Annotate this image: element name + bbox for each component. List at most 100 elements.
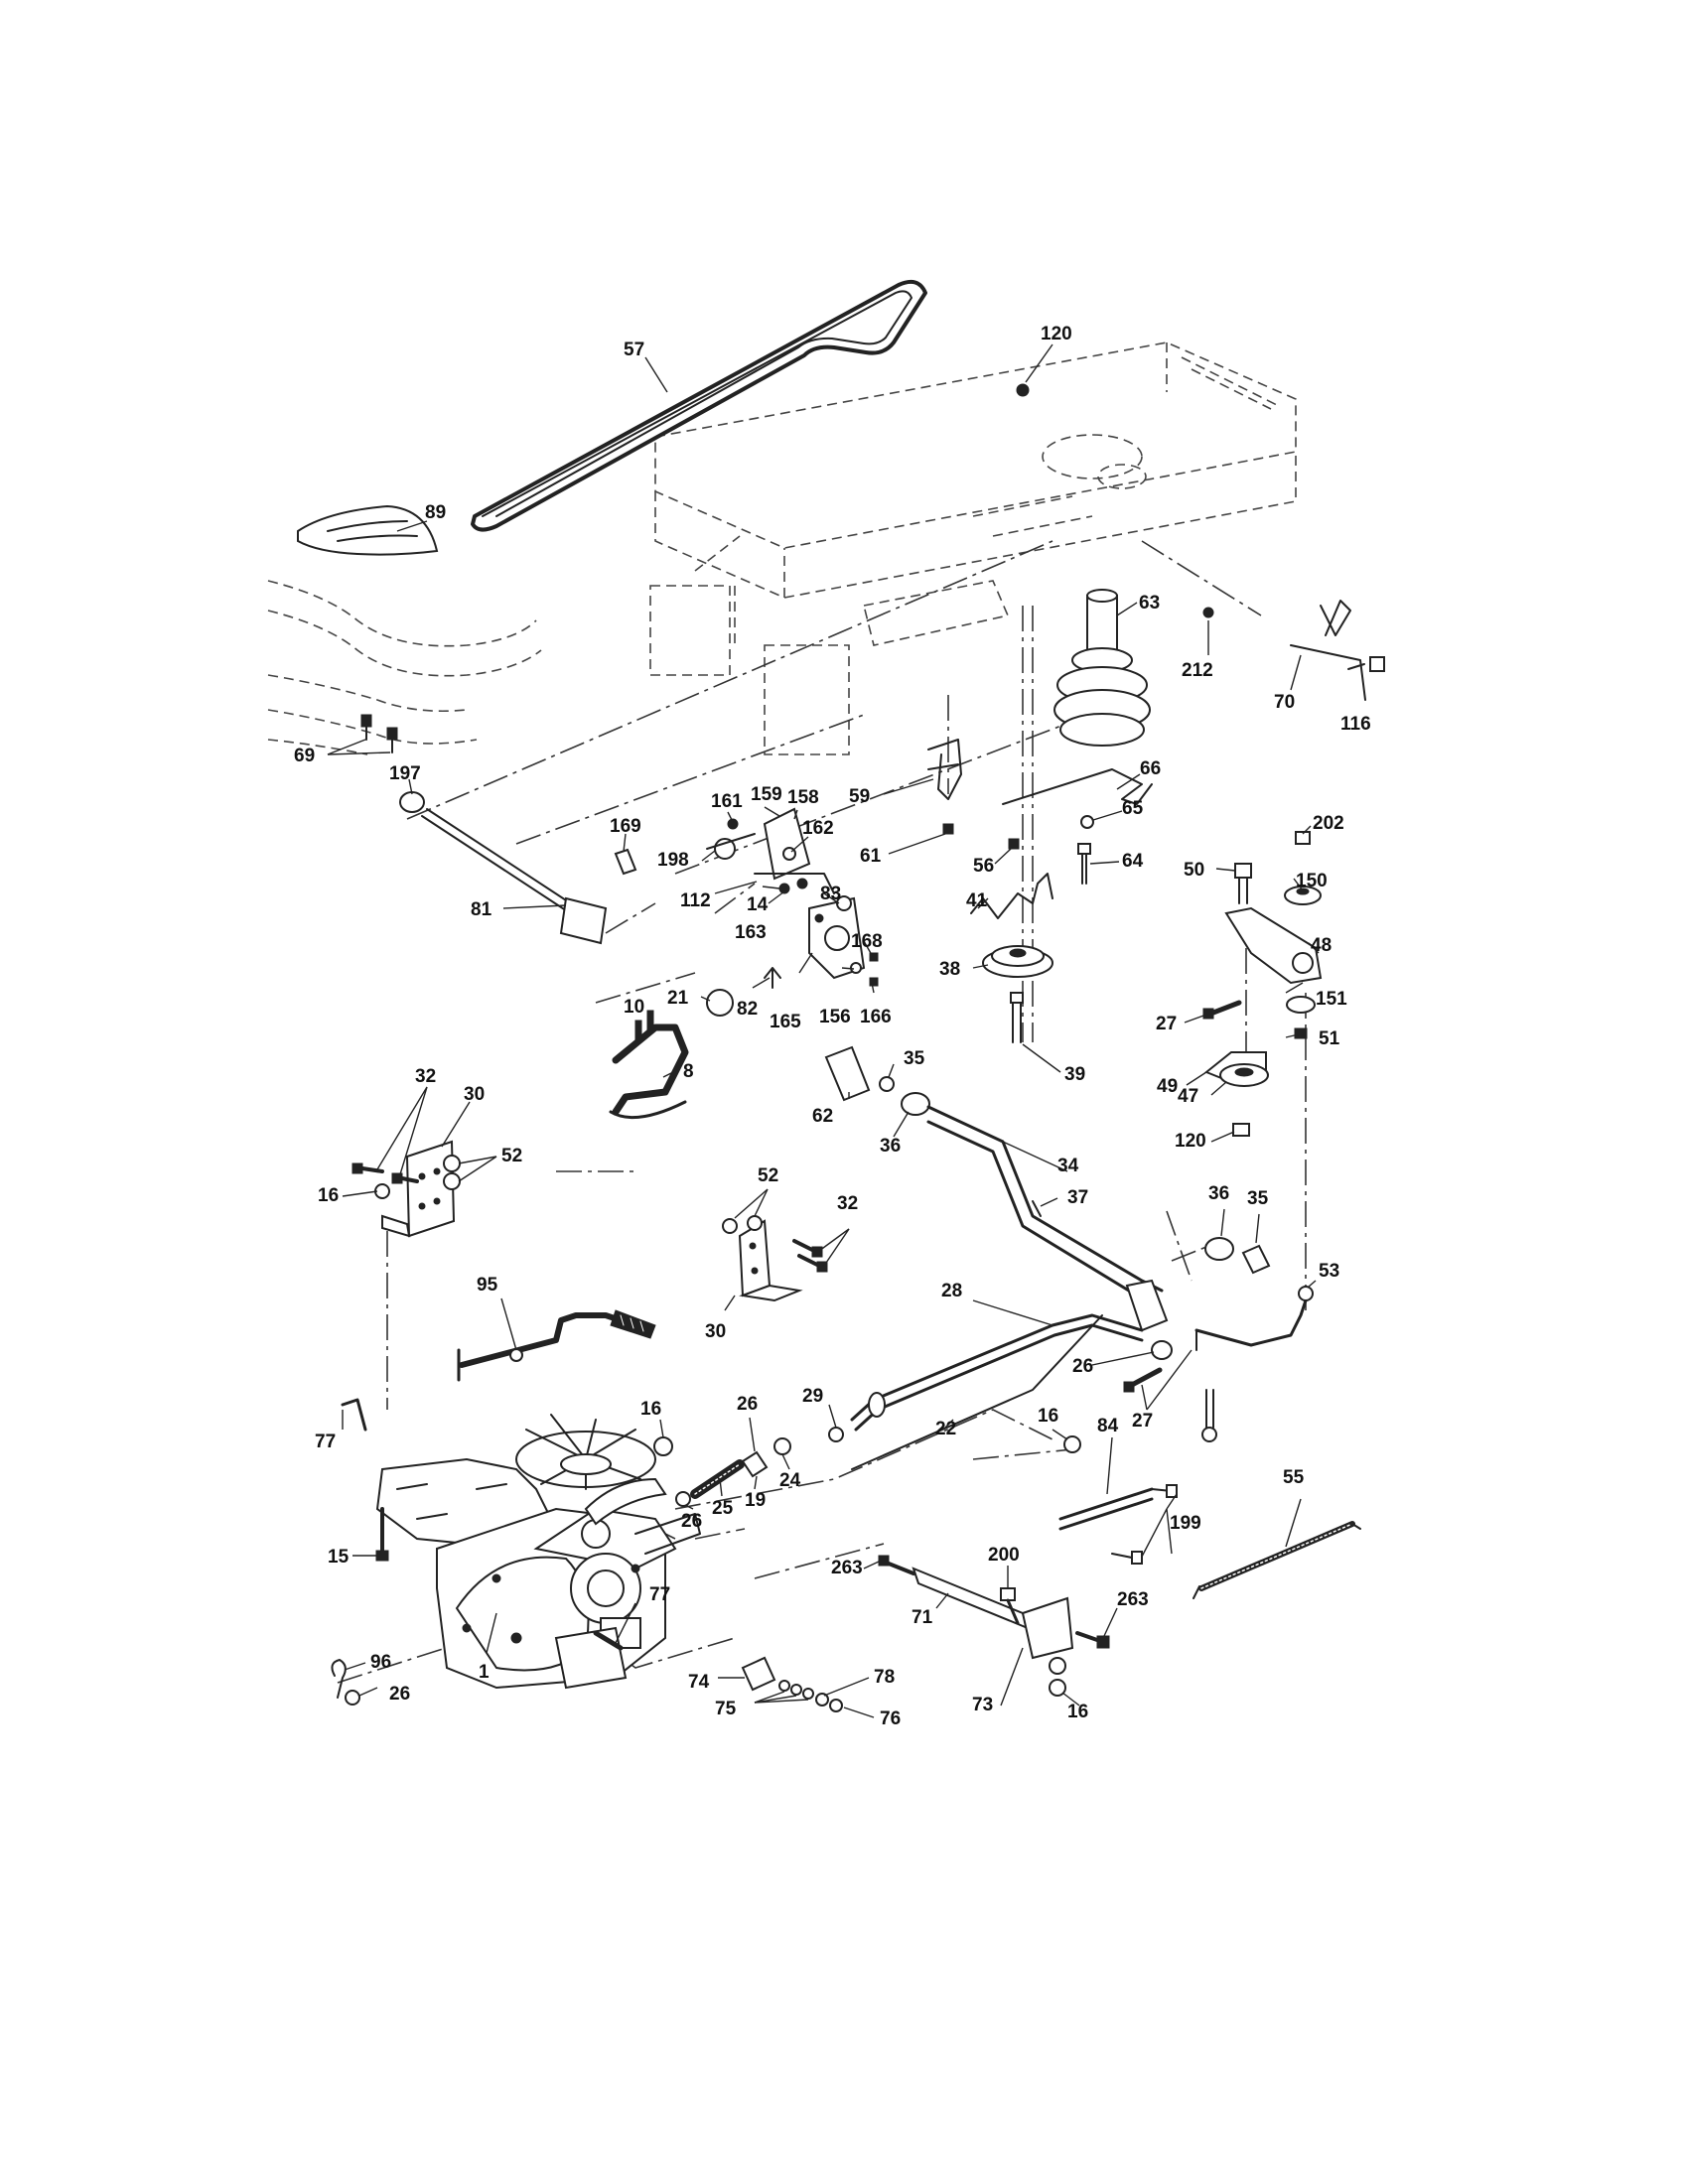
bolt-icon [351, 1162, 419, 1184]
bolt-icon [1010, 992, 1024, 1043]
label-30-left: 30 [464, 1084, 485, 1105]
washer-icon [773, 1437, 791, 1455]
label-36-upper: 36 [880, 1136, 901, 1157]
washer-icon [901, 1092, 930, 1116]
washer-icon [778, 1680, 814, 1700]
label-57: 57 [624, 340, 644, 360]
bolt-icon [1075, 1631, 1110, 1649]
bracket-59-icon [927, 739, 962, 800]
label-75: 75 [715, 1699, 737, 1719]
label-49: 49 [1157, 1076, 1178, 1097]
label-16-fan: 16 [640, 1399, 661, 1420]
label-76: 76 [880, 1708, 901, 1729]
bolt-icon [1077, 843, 1091, 885]
label-21: 21 [667, 988, 689, 1009]
label-169: 169 [610, 816, 641, 837]
frame-outline [649, 341, 1297, 755]
label-52-center: 52 [758, 1165, 778, 1186]
label-162: 162 [802, 818, 834, 839]
pulley-icon [1286, 996, 1316, 1014]
bolt-icon [1201, 1389, 1217, 1442]
label-41: 41 [966, 890, 988, 911]
washer-icon [879, 1076, 895, 1092]
bolt-icon [1202, 1000, 1242, 1020]
nut-icon [374, 1183, 390, 1199]
bolt-icon [634, 1010, 654, 1043]
label-120-lower: 120 [1175, 1131, 1206, 1152]
shift-lever-95-icon [457, 1309, 656, 1382]
label-74: 74 [688, 1672, 710, 1693]
label-26-right: 26 [1072, 1356, 1093, 1377]
nut-icon [653, 1436, 673, 1456]
spring-icon [1193, 1521, 1361, 1599]
bolt-icon [1295, 831, 1311, 845]
label-263-left: 263 [831, 1558, 863, 1578]
label-200: 200 [988, 1545, 1020, 1566]
knob-icon [706, 989, 734, 1017]
label-56: 56 [973, 856, 994, 877]
label-65: 65 [1122, 798, 1144, 819]
label-63: 63 [1139, 593, 1160, 614]
label-77-center: 77 [649, 1584, 670, 1605]
label-51: 51 [1319, 1028, 1340, 1049]
label-34: 34 [1057, 1156, 1079, 1176]
bushing-74-icon [741, 1656, 776, 1692]
label-158: 158 [787, 787, 819, 808]
nut-icon [1016, 383, 1030, 397]
label-35-right: 35 [1247, 1188, 1269, 1209]
washer-icon [1292, 952, 1314, 974]
label-89: 89 [425, 502, 446, 523]
label-39: 39 [1064, 1064, 1085, 1085]
label-16-center: 16 [1038, 1406, 1058, 1427]
label-8: 8 [683, 1061, 694, 1082]
label-35-upper: 35 [904, 1048, 925, 1069]
label-30-center: 30 [705, 1321, 726, 1342]
pulley-icon [982, 945, 1053, 978]
label-263-right: 263 [1117, 1589, 1149, 1610]
bolt-icon [792, 1239, 828, 1273]
label-24: 24 [779, 1470, 801, 1491]
label-70: 70 [1274, 692, 1295, 713]
pin-77-icon [593, 1630, 624, 1651]
label-61: 61 [860, 846, 882, 867]
label-165: 165 [770, 1012, 801, 1032]
bolt-icon [878, 1555, 915, 1575]
bushing-62-icon [824, 1045, 871, 1102]
label-52-left: 52 [501, 1146, 522, 1166]
label-32-center: 32 [837, 1193, 858, 1214]
nut-icon [722, 1215, 763, 1234]
spring-icon [690, 1459, 745, 1499]
nut-icon [1063, 1435, 1081, 1453]
nut-icon [1232, 1123, 1250, 1137]
nut-icon [1049, 1657, 1066, 1697]
label-202: 202 [1313, 813, 1344, 834]
part-labels: 57 120 89 63 212 70 116 69 197 161 159 1… [294, 324, 1371, 1729]
label-32-left: 32 [415, 1066, 436, 1087]
label-62: 62 [812, 1106, 833, 1127]
label-50: 50 [1184, 860, 1204, 881]
rod-53-icon [1194, 1286, 1314, 1351]
label-48: 48 [1311, 935, 1332, 956]
label-198: 198 [657, 850, 689, 871]
label-27-lower: 27 [1132, 1411, 1153, 1432]
label-15: 15 [328, 1547, 350, 1568]
pin-37-icon [1032, 1200, 1042, 1217]
label-163: 163 [735, 922, 767, 943]
label-73: 73 [972, 1695, 993, 1715]
bracket-assembly-icon [614, 807, 835, 894]
nut-icon [443, 1155, 461, 1190]
label-26-spring: 26 [681, 1511, 702, 1532]
label-28: 28 [941, 1281, 962, 1301]
bolt-icon [360, 714, 398, 753]
label-64: 64 [1122, 851, 1144, 872]
label-166: 166 [860, 1007, 892, 1027]
label-120-top: 120 [1041, 324, 1072, 344]
rod-22-icon [851, 1314, 1103, 1470]
rod-34-icon [926, 1105, 1169, 1332]
clip-96-icon [331, 1659, 347, 1699]
bushing-35-icon [1241, 1244, 1271, 1275]
bracket-30-icon [738, 1219, 803, 1302]
label-112: 112 [680, 890, 711, 911]
pulley-icon [1284, 886, 1322, 905]
fender-outline [267, 580, 542, 755]
